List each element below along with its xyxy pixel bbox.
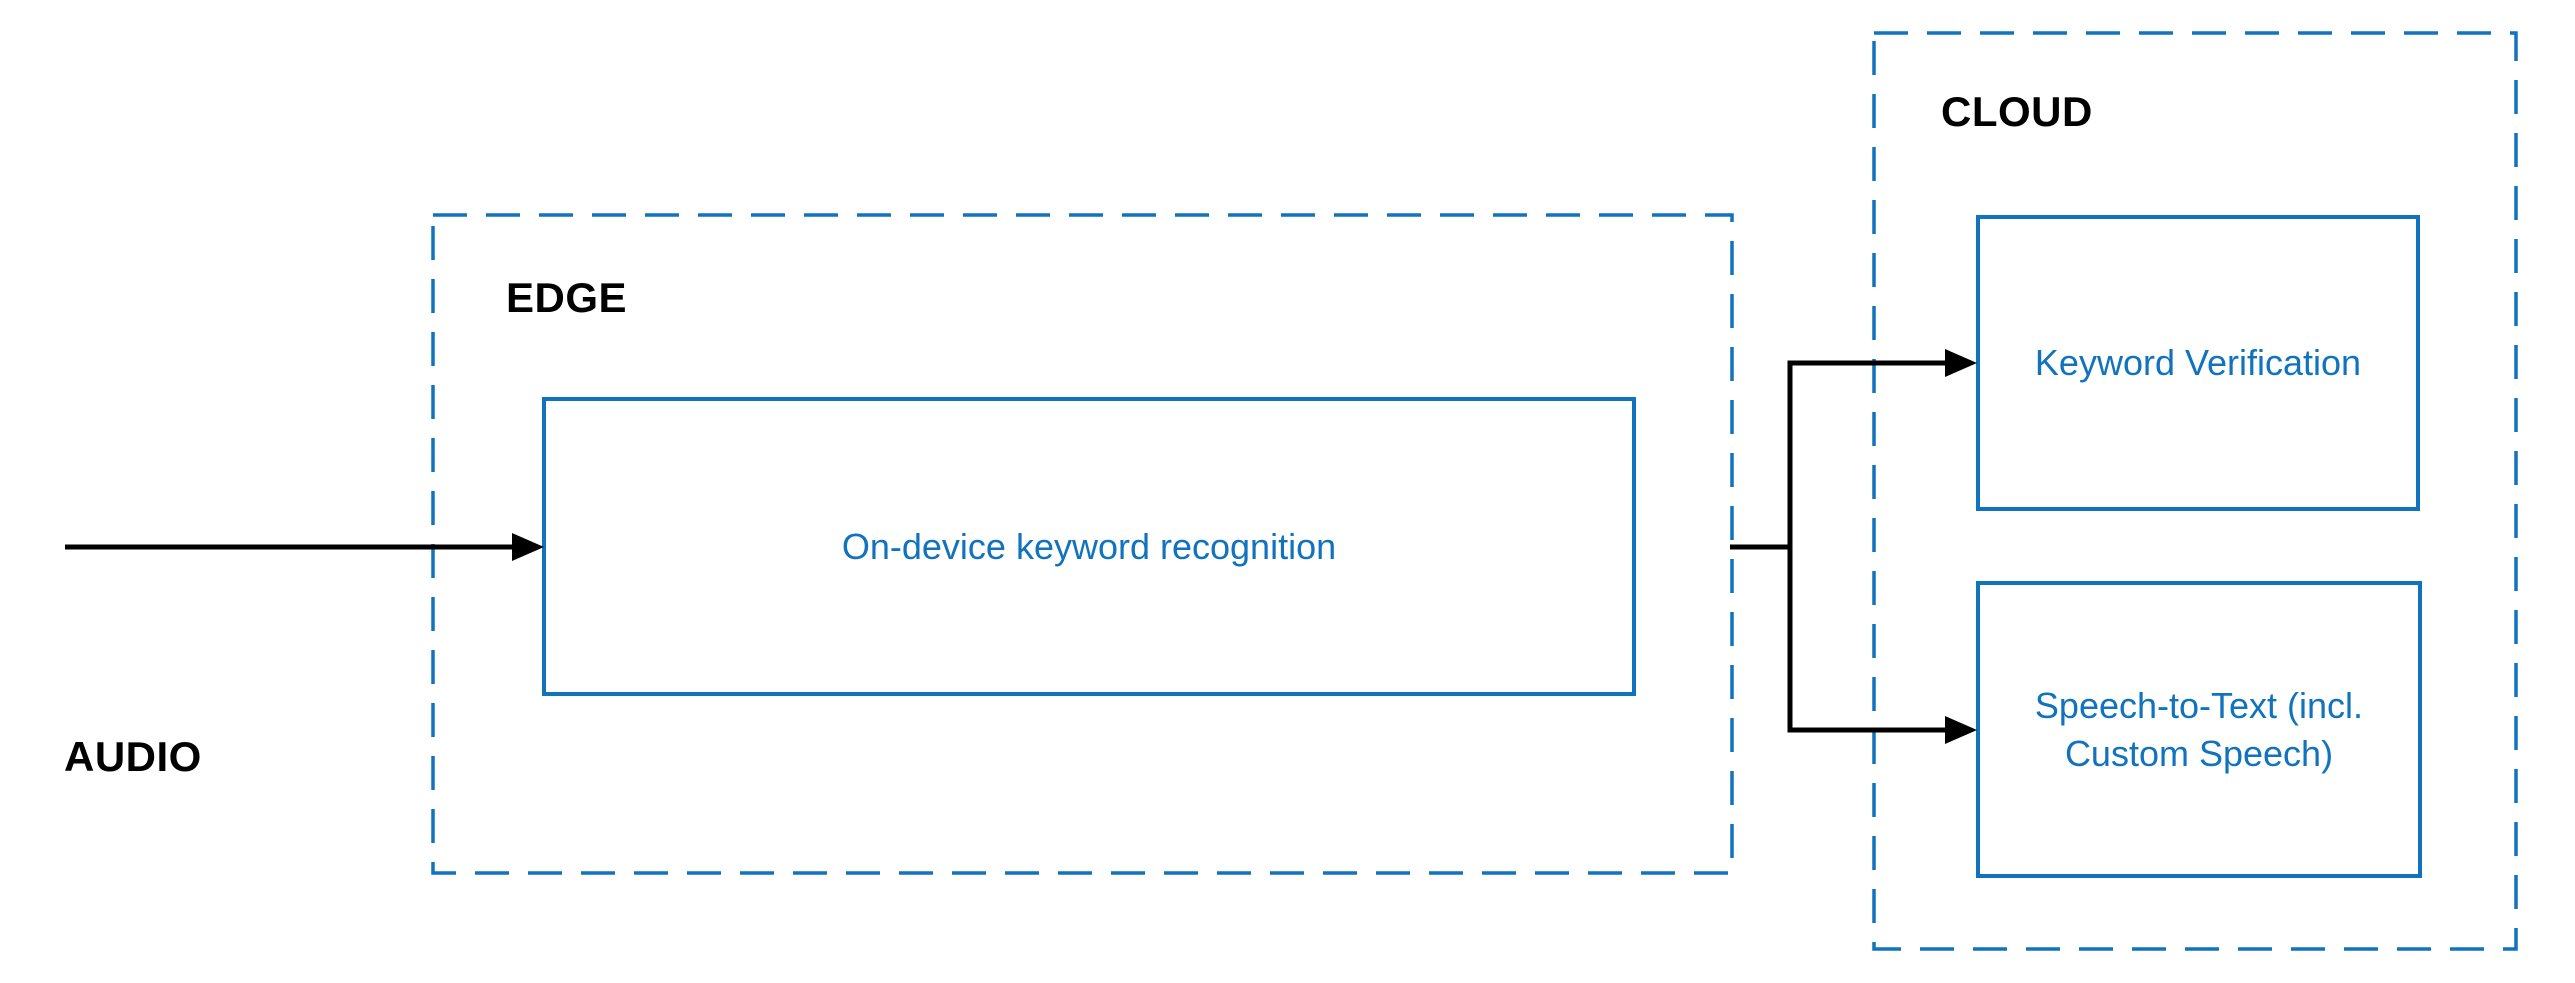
audio-arrowhead-icon (512, 533, 544, 561)
node-label: Keyword Verification (2034, 342, 2362, 384)
keyword-verification-arrowhead-icon (1945, 349, 1977, 377)
speech-to-text-arrowhead-icon (1945, 716, 1977, 744)
cloud-zone-label: CLOUD (1941, 88, 2093, 135)
speech-to-text-node (1976, 581, 2422, 878)
edge-zone-boundary (431, 213, 1734, 875)
edge-zone-label: EDGE (506, 274, 628, 321)
node-label: Speech-to-Text (incl. Custom Speech) (2034, 684, 2364, 774)
on-device-keyword-recognition-node (542, 397, 1636, 696)
node-label: On-device keyword recognition (841, 525, 1337, 567)
keyword-verification-node (1976, 215, 2420, 511)
audio-input-label: AUDIO (64, 733, 202, 780)
cloud-zone-boundary (1872, 31, 2518, 951)
